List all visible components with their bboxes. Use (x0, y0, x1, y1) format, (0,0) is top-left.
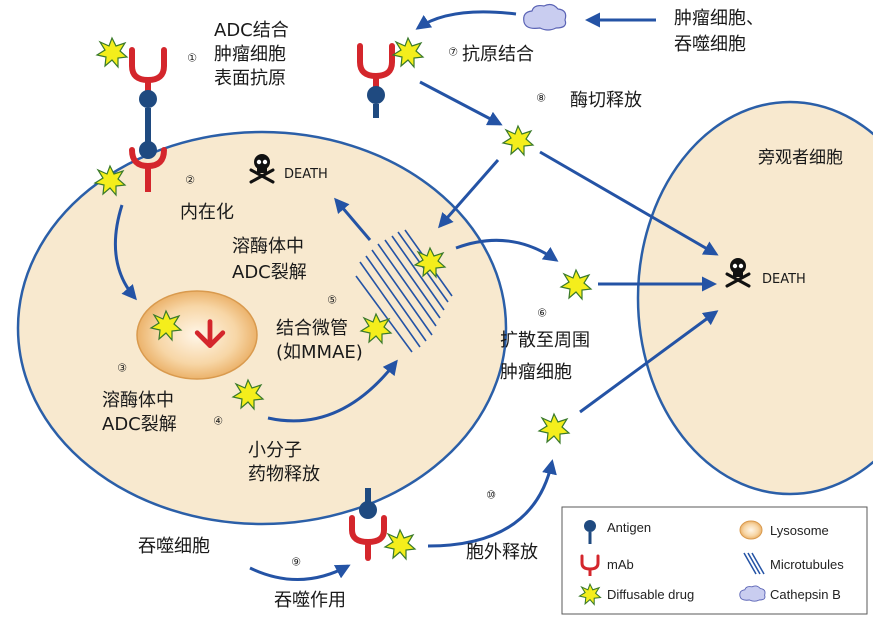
adc-binding-antigen-icon (129, 47, 167, 144)
drug-step7-icon (392, 37, 424, 68)
step3-label-line1: 溶酶体中 (102, 390, 174, 411)
step9-label: 吞噬作用 (274, 590, 346, 611)
step5-number: ⑤ (327, 294, 337, 307)
step8-label: 酶切释放 (570, 90, 642, 111)
step4-label-line1: 小分子 (248, 440, 302, 461)
legend-drug-label: Diffusable drug (607, 587, 694, 602)
drug-step1-icon (96, 37, 128, 68)
cathepsin-b-icon (523, 3, 567, 31)
step4-number: ④ (213, 415, 223, 428)
drug-step6-icon (560, 269, 592, 300)
step8-number: ⑧ (536, 92, 546, 105)
step1-label-line1: ADC结合 (214, 20, 289, 41)
step5-label-line1: 结合微管 (276, 318, 348, 339)
step10-number: ⑩ (486, 489, 496, 502)
internalized-adc-icon (129, 134, 167, 192)
legend-drug-icon (578, 582, 602, 606)
step4-label-line2: 药物释放 (248, 464, 320, 485)
bystander-cell-label: 旁观者细胞 (758, 148, 843, 168)
step1-label-line3: 表面抗原 (214, 68, 286, 89)
arrow-microtubules-to-death (334, 197, 372, 241)
arrow-cathepsin-to-adc (415, 10, 517, 30)
death-left-label: DEATH (284, 167, 328, 182)
step1-label-line2: 肿瘤细胞 (214, 44, 286, 65)
arrow-cleaved-drug-to-bystander (539, 150, 719, 256)
drug-step10-icon (538, 413, 570, 444)
step3-label-line2: ADC裂解 (102, 414, 177, 435)
step7-label: 抗原结合 (462, 44, 534, 65)
drug-step9-icon (384, 529, 416, 560)
step5-top-line2: ADC裂解 (232, 262, 307, 283)
step3-number: ③ (117, 362, 127, 375)
arrow-phagocytosis (249, 564, 351, 581)
adc-surface-binding-icon (357, 43, 395, 118)
top-right-label-line1: 肿瘤细胞、 (674, 8, 764, 29)
death-right-label: DEATH (762, 272, 806, 287)
step1-number: ① (187, 52, 197, 65)
drug-step8-icon (502, 125, 534, 156)
step9-number: ⑨ (291, 556, 301, 569)
antibody-in-lysosome-icon (194, 319, 226, 349)
arrow-cleaved-drug-to-cell (438, 159, 500, 229)
legend-antigen-label: Antigen (607, 520, 651, 535)
legend-mab-icon (580, 554, 600, 576)
step6-number: ⑥ (537, 307, 547, 320)
phagocyte-cell-label: 吞噬细胞 (138, 536, 210, 557)
step6-label-line2: 肿瘤细胞 (500, 362, 572, 383)
legend: Antigen mAb Diffusable drug Lysosome Mic… (561, 506, 868, 615)
tumor-cell (16, 130, 508, 526)
step5-top-line1: 溶酶体中 (232, 236, 304, 257)
legend-mab-label: mAb (607, 557, 634, 572)
arrow-internalization-to-lysosome (113, 204, 137, 301)
arrow-extracellular-release (427, 459, 557, 548)
step-numbers: ① ② ③ ④ ⑤ ⑥ ⑦ ⑧ ⑨ ⑩ (117, 46, 547, 569)
step7-number: ⑦ (448, 46, 458, 59)
legend-cathepsin-label: Cathepsin B (770, 587, 841, 602)
step10-label: 胞外释放 (466, 542, 538, 563)
step6-label-line1: 扩散至周围 (500, 330, 590, 351)
legend-antigen-icon (584, 520, 596, 544)
step2-number: ② (185, 174, 195, 187)
top-right-label-line2: 吞噬细胞 (674, 34, 746, 55)
arrow-microtubule-drug-out (455, 238, 559, 262)
arrow-adc-to-cleavage (419, 80, 503, 126)
arrow-drug-to-microtubules (267, 359, 398, 423)
arrow-extracellular-to-bystander (579, 310, 719, 414)
legend-microtubules-icon (743, 552, 765, 575)
step2-label: 内在化 (180, 202, 234, 223)
legend-microtubules-label: Microtubules (770, 557, 844, 572)
legend-lysosome-label: Lysosome (770, 523, 829, 538)
phagocyte-adc-icon (349, 488, 387, 561)
bystander-cell (636, 100, 873, 496)
legend-lysosome-icon (739, 520, 763, 540)
legend-cathepsin-icon (739, 585, 766, 602)
step5-label-line2: (如MMAE) (276, 342, 363, 363)
